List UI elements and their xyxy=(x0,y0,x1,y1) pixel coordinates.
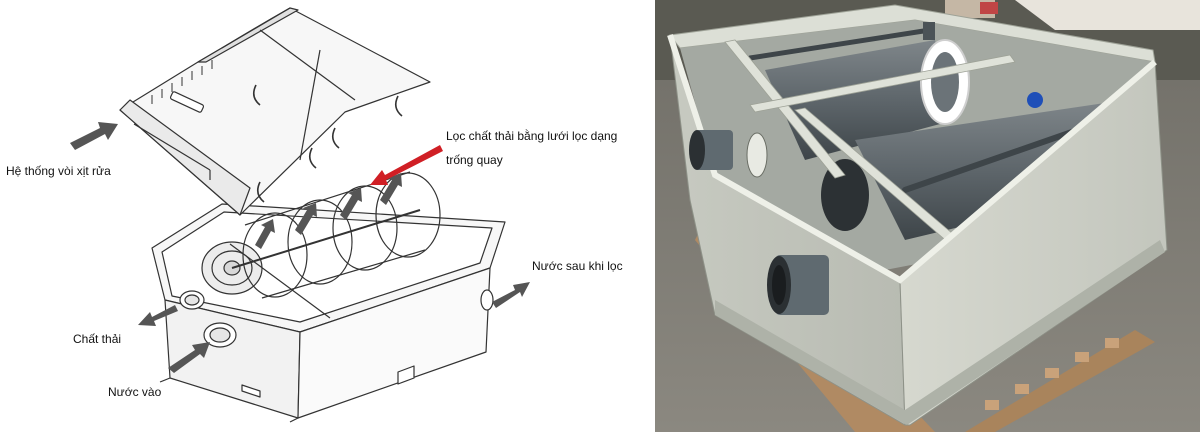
tank-body xyxy=(151,203,506,423)
inlet-pipe xyxy=(203,322,237,348)
label-spray-system: Hệ thống vòi xịt rửa xyxy=(6,164,111,178)
schematic-diagram: Hệ thống vòi xịt rửa Lọc chất thải bằng … xyxy=(6,7,623,423)
support-bars xyxy=(724,39,1016,245)
schematic-drawing xyxy=(70,7,530,423)
label-water-in: Nước vào xyxy=(108,385,162,399)
product-photo xyxy=(655,0,1200,432)
label-water-out: Nước sau khi lọc xyxy=(532,259,623,273)
brand-sticker xyxy=(746,132,768,178)
filtered-water-outlet xyxy=(480,289,494,311)
spray-lid xyxy=(119,7,431,216)
label-waste: Chất thải xyxy=(73,332,122,346)
drum-filter-photo xyxy=(655,0,1200,432)
spray-nozzles xyxy=(151,60,213,104)
rotating-drum xyxy=(201,171,441,319)
front-pipes xyxy=(689,130,829,315)
waste-outlet-pipe xyxy=(179,290,205,310)
flow-arrows xyxy=(255,173,402,249)
callout-arrows xyxy=(70,122,530,373)
label-drum-filter-line2: trống quay xyxy=(446,153,503,167)
lid-handles xyxy=(252,84,403,203)
label-drum-filter-line1: Lọc chất thải bằng lưới lọc dạng xyxy=(446,129,618,143)
